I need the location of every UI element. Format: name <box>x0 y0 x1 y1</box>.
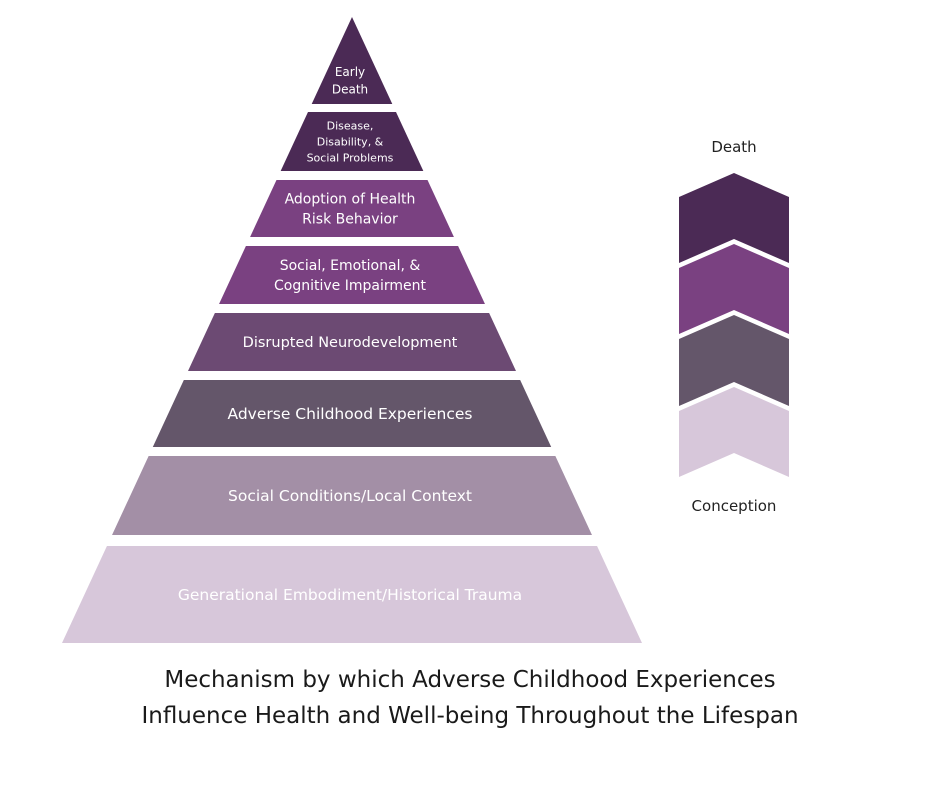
pyramid-tier-label: Adverse Childhood Experiences <box>228 405 473 423</box>
lifespan-segment-3 <box>679 315 789 406</box>
pyramid-tier-label: Social, Emotional, & Cognitive Impairment <box>274 258 426 294</box>
pyramid-tier-label-line: Disrupted Neurodevelopment <box>243 335 458 351</box>
pyramid-tier-label-line: Risk Behavior <box>302 212 398 228</box>
pyramid-tier-shape <box>219 246 485 304</box>
death-label: Death <box>711 138 756 156</box>
pyramid-tier-shape <box>250 180 454 237</box>
pyramid-tier-label-line: Early <box>335 65 365 79</box>
pyramid-tier-label-line: Disease, <box>327 119 374 132</box>
pyramid-tier-label-line: Social Conditions/Local Context <box>228 487 472 505</box>
pyramid-tier-label-line: Adoption of Health <box>285 191 416 207</box>
lifespan-segment-2 <box>679 244 789 334</box>
pyramid-tier-adverse-experiences: Adverse Childhood Experiences <box>152 380 552 447</box>
pyramid-tier-neurodevelopment: Disrupted Neurodevelopment <box>188 313 516 371</box>
pyramid-tier-shape <box>188 313 516 371</box>
pyramid-tier-label: Disrupted Neurodevelopment <box>243 335 458 351</box>
lifespan-arrow-segments <box>679 173 789 477</box>
pyramid-tier-generational-trauma: Generational Embodiment/Historical Traum… <box>62 546 642 643</box>
pyramid-tier-shape <box>112 456 592 535</box>
pyramid-tier-shape <box>311 17 393 104</box>
lifespan-arrow: Death Conception <box>679 138 789 515</box>
pyramid-tier-shape <box>62 546 642 643</box>
pyramid-tier-label-line: Adverse Childhood Experiences <box>228 405 473 423</box>
pyramid-tier-label-line: Generational Embodiment/Historical Traum… <box>178 586 522 604</box>
lifespan-segment-death <box>679 173 789 263</box>
pyramid-tier-label: Social Conditions/Local Context <box>228 487 472 505</box>
pyramid-tier-label: Disease, Disability, & Social Problems <box>307 119 394 164</box>
pyramid-tier-impairment: Social, Emotional, & Cognitive Impairment <box>219 246 485 304</box>
pyramid-tier-label-line: Social, Emotional, & <box>280 258 421 274</box>
pyramid-tier-social-conditions: Social Conditions/Local Context <box>112 456 592 535</box>
conception-label: Conception <box>692 497 777 515</box>
pyramid-tier-shape <box>280 112 424 171</box>
caption-line-1: Mechanism by which Adverse Childhood Exp… <box>164 667 776 693</box>
caption-line-2: Influence Health and Well-being Througho… <box>141 703 799 729</box>
diagram-caption: Mechanism by which Adverse Childhood Exp… <box>0 662 940 734</box>
lifespan-segment-conception <box>679 387 789 477</box>
pyramid-tier-label-line: Disability, & <box>317 135 384 148</box>
pyramid-tier-label: Generational Embodiment/Historical Traum… <box>178 586 522 604</box>
pyramid-tier-label-line: Social Problems <box>307 151 394 164</box>
pyramid-tier-shape <box>152 380 552 447</box>
pyramid-tier-label-line: Death <box>332 82 368 96</box>
pyramid-tier-disease-disability: Disease, Disability, & Social Problems <box>280 112 424 171</box>
pyramid-tier-label-line: Cognitive Impairment <box>274 278 426 294</box>
